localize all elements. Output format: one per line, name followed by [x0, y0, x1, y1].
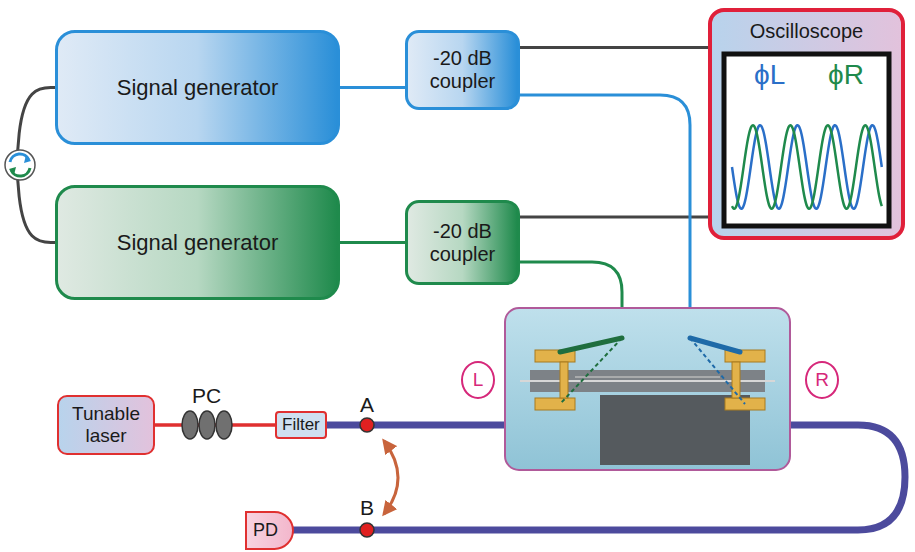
point-marker: [360, 418, 374, 432]
node-text: Signal generator: [117, 230, 278, 255]
side-marker: L: [461, 361, 495, 399]
point-marker: [360, 523, 374, 537]
point-label: B: [358, 496, 376, 519]
sync-icon: [5, 150, 35, 180]
photodetector: PD: [245, 511, 294, 550]
point-label: A: [358, 393, 376, 416]
coupler-box: -20 dB coupler: [405, 200, 520, 285]
coupler-box: -20 dB coupler: [405, 30, 520, 110]
side-marker: R: [805, 361, 839, 399]
oscilloscope: Oscilloscope: [708, 8, 905, 240]
node-text: Oscilloscope: [750, 20, 863, 43]
node-text: R: [815, 369, 829, 391]
connector: [520, 46, 708, 49]
phase-label: ϕL: [752, 60, 787, 91]
laser-box: Tunable laser: [57, 395, 155, 455]
node-text: Signal generator: [117, 75, 278, 100]
rf-cable: [520, 95, 690, 338]
node-text: L: [473, 369, 484, 391]
node-text: -20 dB coupler: [414, 47, 511, 93]
node-text: Tunable laser: [65, 403, 147, 447]
node-text: PD: [253, 520, 278, 541]
phase-label: ϕR: [826, 60, 866, 91]
connector: [340, 86, 405, 89]
swap-arrow: [384, 441, 398, 514]
connector: [520, 216, 708, 219]
signal-generator: Signal generator: [55, 30, 340, 145]
oscilloscope-screen: [712, 12, 901, 236]
component-label: PC: [190, 384, 223, 407]
chip-photo: [505, 308, 790, 470]
signal-generator: Signal generator: [55, 185, 340, 300]
electrode-pads: [535, 350, 765, 410]
node-text: Filter: [282, 415, 320, 435]
connector: [340, 241, 405, 244]
node-text: -20 dB coupler: [414, 220, 511, 266]
optical-fiber: [315, 422, 510, 429]
polarization-controller: [182, 411, 232, 439]
waveguide: [575, 376, 720, 378]
filter-box: Filter: [275, 411, 327, 439]
rf-probes: [560, 338, 745, 404]
